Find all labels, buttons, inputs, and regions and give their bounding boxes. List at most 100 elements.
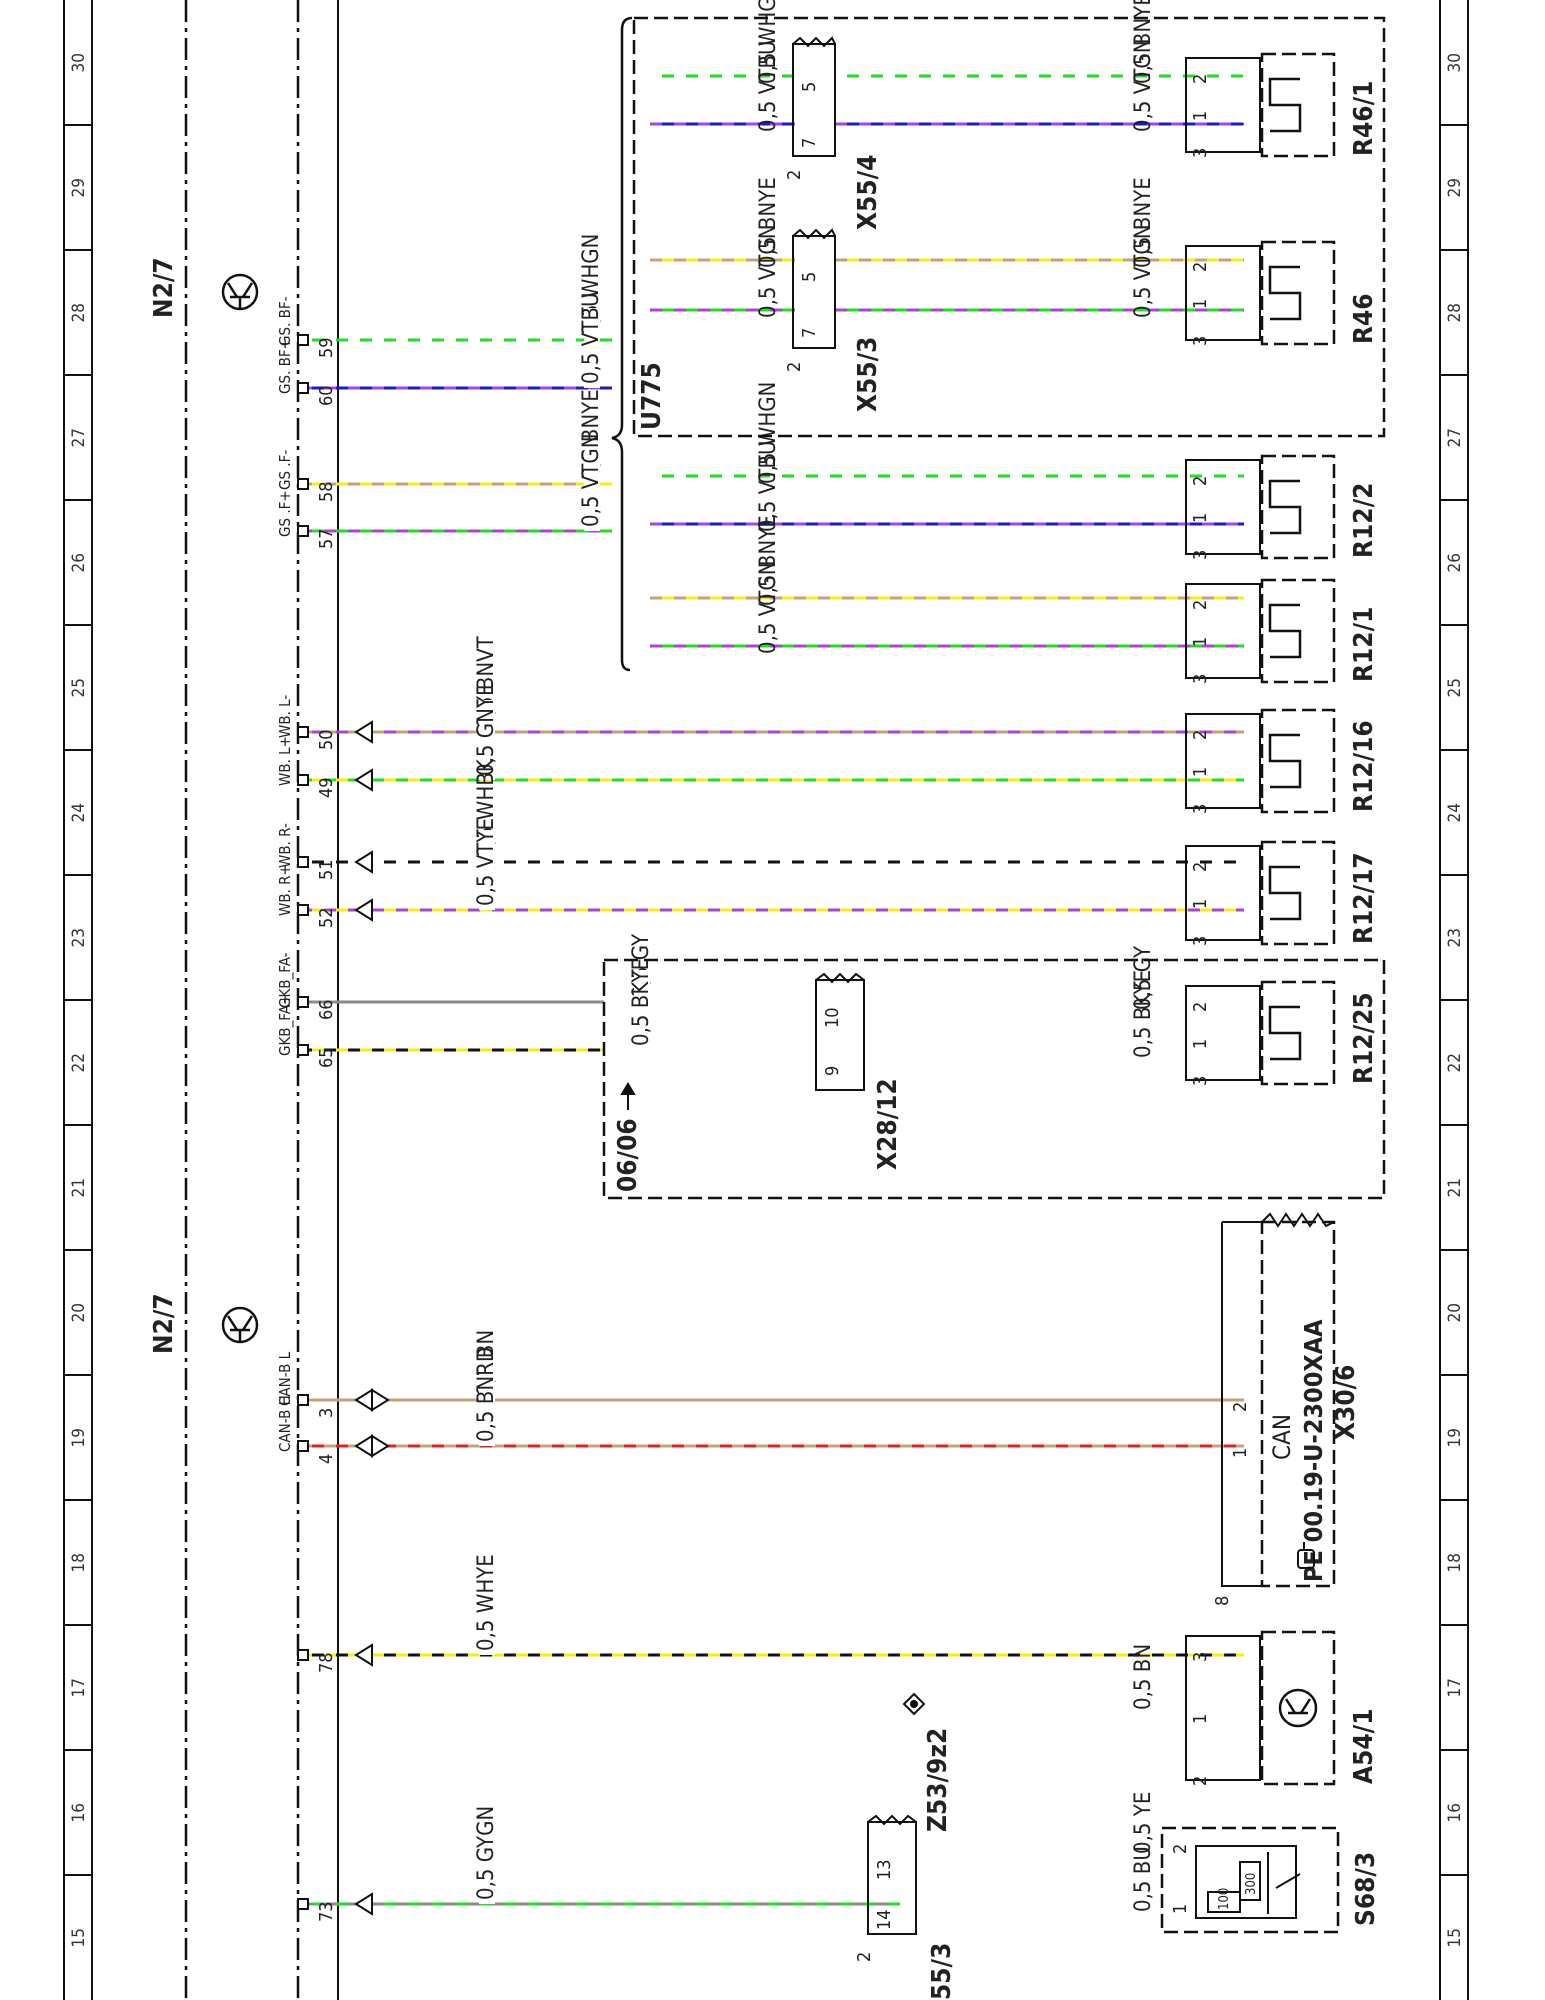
- hall-sensor-icon: [1268, 865, 1302, 921]
- wire-label: 0,5 BNYE: [756, 515, 781, 606]
- hall-sensor-icon: [1268, 1005, 1302, 1061]
- arrow-icon: [354, 720, 373, 744]
- hall-sensor-icon: [1268, 265, 1302, 321]
- pin-label: 2: [1190, 74, 1211, 84]
- z53-label: Z53/9z2: [923, 1728, 953, 1832]
- wires: [300, 74, 1244, 1906]
- pin-number: 59: [316, 337, 337, 358]
- grid-section-label: 16: [69, 1803, 89, 1822]
- grid-section-label: 17: [1445, 1678, 1465, 1697]
- wire-label: 0,5 YE: [1131, 1792, 1156, 1854]
- pin-label: 3: [1190, 804, 1211, 814]
- pin-label: 1: [1190, 767, 1211, 777]
- pin-terminal: [297, 382, 309, 394]
- pin-label: 3: [1190, 1076, 1211, 1086]
- hall-sensor-icon: [1268, 77, 1302, 133]
- u775-box: [611, 16, 1386, 672]
- wire-label-bg: [634, 970, 650, 1050]
- module-label: N2/7: [149, 257, 179, 318]
- date-note: 06/06: [613, 1118, 643, 1192]
- signal-name: GS. BF-: [276, 296, 294, 346]
- transistor-icon: [1278, 1688, 1318, 1728]
- can-label: CAN: [1268, 1414, 1296, 1460]
- pin-number: 66: [316, 999, 337, 1020]
- pin-label: 1: [1190, 299, 1211, 309]
- grid-section-label: 28: [69, 303, 89, 322]
- pin-number: 57: [316, 528, 337, 549]
- wire-label: 0,5 GY: [1131, 945, 1156, 1010]
- pin-terminal: [297, 856, 309, 868]
- wire-label: 0,5 VTGN: [1131, 38, 1156, 132]
- pin-label: 1: [1190, 513, 1211, 523]
- wire-label-bg: [584, 451, 600, 531]
- x30-6-part: PE 00.19-U-2300XAA: [1299, 1319, 1328, 1582]
- grid-section-label: 25: [69, 678, 89, 697]
- grid-section-label: 30: [69, 53, 89, 72]
- sensor-housing: [1185, 713, 1261, 809]
- pin-label: 5: [799, 272, 820, 282]
- pin-number: 60: [316, 385, 337, 406]
- grid-section-label: 18: [69, 1553, 89, 1572]
- pin-number: 3: [316, 1408, 337, 1418]
- pin-terminal: [297, 1649, 309, 1661]
- pin-terminal: [297, 726, 309, 738]
- pin-terminal: [297, 1044, 309, 1056]
- component-label: A54/1: [1349, 1709, 1379, 1784]
- pin-number: 4: [316, 1454, 337, 1464]
- component-label: R46/1: [1349, 81, 1379, 156]
- sensor-housing: [1185, 845, 1261, 941]
- pin-label: 13: [874, 1859, 895, 1880]
- grid-section-label: 15: [69, 1928, 89, 1947]
- arrow-up-icon: [620, 1082, 636, 1110]
- module-label: N2/7: [149, 1293, 179, 1354]
- pin-label: 8: [1212, 1596, 1233, 1606]
- pin-label: 5: [799, 82, 820, 92]
- wire-label: 0,5 GYGN: [474, 1806, 499, 1900]
- pin-label: 1: [1230, 1448, 1251, 1458]
- pin-terminal: [297, 478, 309, 490]
- pin-label: 1: [1190, 899, 1211, 909]
- pin-number: 73: [316, 1901, 337, 1922]
- component-label: R46: [1349, 293, 1379, 344]
- pin-terminal: [297, 525, 309, 537]
- pin-terminal: [297, 334, 309, 346]
- wire-label-bg: [479, 830, 495, 910]
- grid-section-label: 26: [1445, 553, 1465, 572]
- signal-name: GKB_FA-: [276, 952, 295, 1008]
- grid-section-label: 24: [69, 803, 89, 822]
- wire-label: 0,5 WHGN: [756, 382, 781, 484]
- pin-terminal: [297, 904, 309, 916]
- signal-name: GKB_FA+: [276, 994, 295, 1056]
- sensor-housing: [1185, 57, 1261, 153]
- pin-number: 65: [316, 1047, 337, 1068]
- sensor-outline: [1260, 1630, 1336, 1786]
- sensor-outline: [1260, 454, 1336, 560]
- x55-3-connector: [792, 228, 836, 349]
- date-box: [602, 958, 1386, 1200]
- grid-section-label: 29: [69, 178, 89, 197]
- arrow-icon: [354, 1643, 373, 1667]
- u775-label: U775: [637, 362, 667, 430]
- wire-label: 0,5 VTGN: [1131, 224, 1156, 318]
- grid-section-label: 29: [1445, 178, 1465, 197]
- transistor-icon: [221, 273, 259, 311]
- arrow-icon: [354, 850, 373, 874]
- wire-label: 0,5 WHGN: [756, 0, 781, 84]
- arrow-icon: [354, 1892, 373, 1916]
- wire-label: 0,5 BN: [1131, 1644, 1156, 1710]
- arrow-icon: [354, 898, 373, 922]
- arrow-icon: [371, 1434, 390, 1458]
- wire-label: 0,5 VTBU: [579, 293, 604, 384]
- hall-sensor-icon: [1268, 733, 1302, 789]
- pin-label: 2: [1230, 1402, 1251, 1412]
- grid-ticks: [64, 124, 1468, 1876]
- grid-section-label: 22: [1445, 1053, 1465, 1072]
- wire-label: 0,5 BKYE: [1131, 970, 1156, 1058]
- wire-label: 0,5 VTGN: [579, 433, 604, 527]
- pin-label: 2: [1190, 262, 1211, 272]
- pin-number: 52: [316, 907, 337, 928]
